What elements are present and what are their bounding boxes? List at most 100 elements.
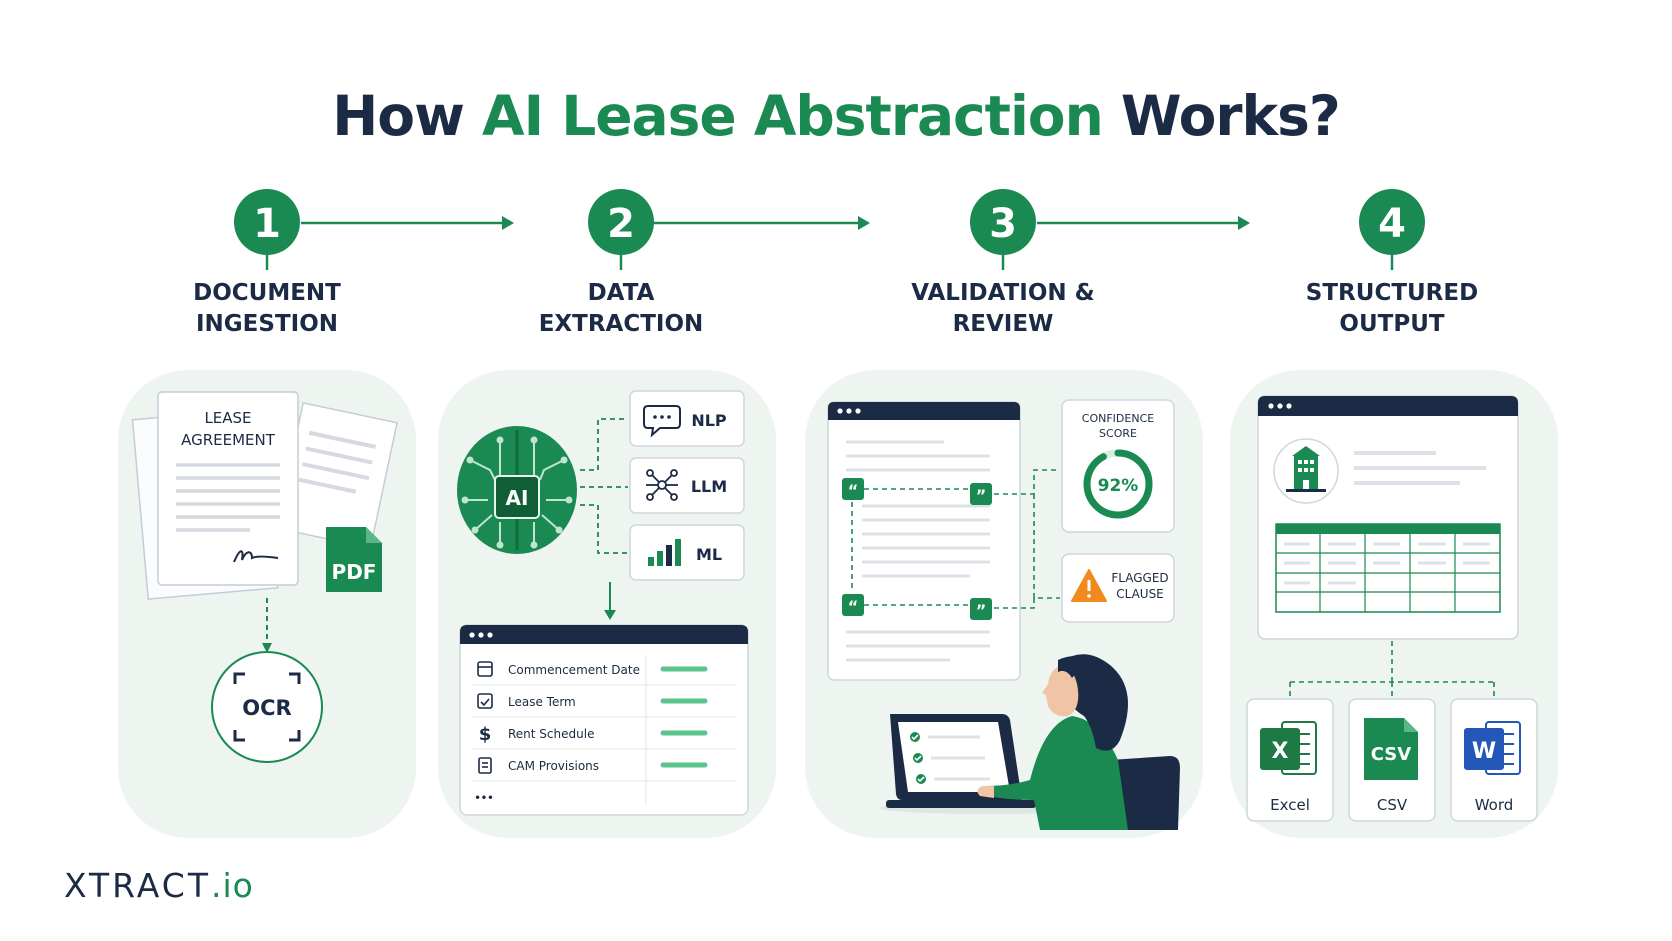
model-label-llm: LLM	[691, 477, 727, 496]
excel-letter: X	[1272, 739, 1289, 764]
step-label-line2: REVIEW	[952, 311, 1054, 337]
svg-text:“: “	[848, 597, 859, 616]
model-card-ml: ML	[629, 524, 745, 581]
lease-doc-line2: AGREEMENT	[181, 431, 276, 449]
quote-open-icon: “	[842, 594, 864, 616]
brand-name: XTRACT	[64, 866, 211, 905]
field-label: Commencement Date	[508, 663, 640, 677]
step-badge-4: 4	[1359, 189, 1425, 255]
doc-text-lines	[176, 463, 280, 532]
model-card-llm: LLM	[629, 457, 745, 514]
document-icon	[478, 757, 492, 774]
quote-open-icon: “	[842, 478, 864, 500]
format-card-excel: X Excel	[1246, 698, 1334, 822]
title-prefix: How	[332, 84, 483, 148]
pdf-label: PDF	[332, 560, 377, 584]
word-icon: W	[1464, 721, 1521, 775]
quote-close-icon: ”	[970, 598, 992, 620]
format-card-csv: CSV CSV	[1348, 698, 1436, 822]
page-title: How AI Lease Abstraction Works?	[0, 84, 1672, 148]
field-label: Lease Term	[508, 695, 576, 709]
model-card-nlp: NLP	[629, 390, 745, 447]
ocr-scan-icon: OCR	[211, 651, 323, 763]
reviewer-illustration	[880, 654, 1180, 830]
csv-file-icon: CSV	[1364, 718, 1418, 780]
field-label: Rent Schedule	[508, 727, 594, 741]
format-label-word: Word	[1475, 796, 1514, 814]
field-label: CAM Provisions	[508, 759, 599, 773]
ai-chip-label: AI	[506, 486, 529, 510]
person-icon	[977, 654, 1128, 830]
step-number-2: 2	[607, 201, 635, 247]
format-label-csv: CSV	[1377, 796, 1408, 814]
flag-title-line1: FLAGGED	[1111, 571, 1168, 585]
step-label-line1: STRUCTURED	[1305, 280, 1479, 306]
svg-text:”: ”	[976, 601, 987, 620]
review-connectors	[994, 469, 1060, 609]
extracted-fields-window: Commencement Date Lease Term $ Rent Sche…	[459, 624, 749, 816]
step-label-line1: DATA	[587, 280, 655, 306]
ai-brain-icon: AI	[457, 426, 577, 554]
model-label-nlp: NLP	[691, 411, 727, 430]
svg-text:”: ”	[976, 486, 987, 505]
step-label-2: DATA EXTRACTION	[491, 278, 751, 340]
warning-icon	[1071, 569, 1107, 602]
word-letter: W	[1472, 739, 1496, 764]
dollar-icon: $	[479, 724, 492, 745]
bar-chart-icon	[648, 539, 681, 566]
step-label-line1: DOCUMENT	[193, 280, 341, 306]
signature-icon	[233, 550, 279, 563]
data-table-icon	[1275, 523, 1501, 613]
flagged-clause-card: FLAGGED CLAUSE	[1061, 553, 1175, 623]
model-connectors	[580, 418, 628, 554]
calendar-check-icon	[477, 693, 493, 709]
confidence-title-line1: CONFIDENCE	[1082, 412, 1154, 425]
output-window	[1257, 395, 1519, 640]
step-label-4: STRUCTURED OUTPUT	[1262, 278, 1522, 340]
laptop-icon	[886, 714, 1036, 808]
format-card-word: W Word	[1450, 698, 1538, 822]
csv-letter: CSV	[1371, 744, 1412, 765]
flag-title-line2: CLAUSE	[1116, 587, 1164, 601]
model-label-ml: ML	[696, 545, 722, 564]
title-suffix: Works?	[1102, 84, 1341, 148]
format-label-excel: Excel	[1270, 796, 1310, 814]
svg-text:“: “	[848, 481, 859, 500]
confidence-value: 92%	[1098, 476, 1139, 496]
brand-suffix: .io	[210, 866, 254, 905]
excel-icon: X	[1260, 721, 1317, 775]
step-badge-2: 2	[588, 189, 654, 255]
step-label-line2: EXTRACTION	[538, 311, 704, 337]
field-row-lease-term: Lease Term	[477, 693, 708, 709]
step-label-line1: VALIDATION &	[911, 280, 1095, 306]
step-label-1: DOCUMENT INGESTION	[137, 278, 397, 340]
chair-icon	[1110, 756, 1180, 830]
extraction-arrow-icon	[604, 610, 616, 620]
more-rows-indicator: •••	[474, 793, 493, 804]
building-icon	[1273, 438, 1339, 504]
back-page	[275, 401, 398, 549]
brand-logo: XTRACT.io	[64, 866, 254, 905]
pdf-icon: PDF	[326, 527, 382, 592]
step-number-4: 4	[1378, 201, 1406, 247]
field-row-cam-provisions: CAM Provisions	[478, 757, 708, 774]
quote-close-icon: ”	[970, 483, 992, 505]
step-label-line2: INGESTION	[195, 311, 338, 337]
network-icon	[646, 469, 678, 501]
output-connectors	[1289, 641, 1495, 697]
step-connectors	[265, 216, 1394, 270]
ingestion-arrow-icon	[262, 643, 272, 653]
chat-bubble-icon	[643, 405, 681, 438]
field-row-rent-schedule: $ Rent Schedule	[479, 724, 708, 745]
confidence-gauge	[1083, 449, 1153, 519]
ocr-label: OCR	[242, 696, 291, 720]
step-badge-3: 3	[970, 189, 1036, 255]
step-label-line2: OUTPUT	[1339, 311, 1445, 337]
document-stack: LEASE AGREEMENT	[131, 391, 398, 600]
confidence-card: CONFIDENCE SCORE 92%	[1061, 399, 1175, 533]
lease-doc-line1: LEASE	[204, 409, 251, 427]
field-row-commencement: Commencement Date	[477, 661, 708, 677]
confidence-title-line2: SCORE	[1099, 427, 1137, 440]
